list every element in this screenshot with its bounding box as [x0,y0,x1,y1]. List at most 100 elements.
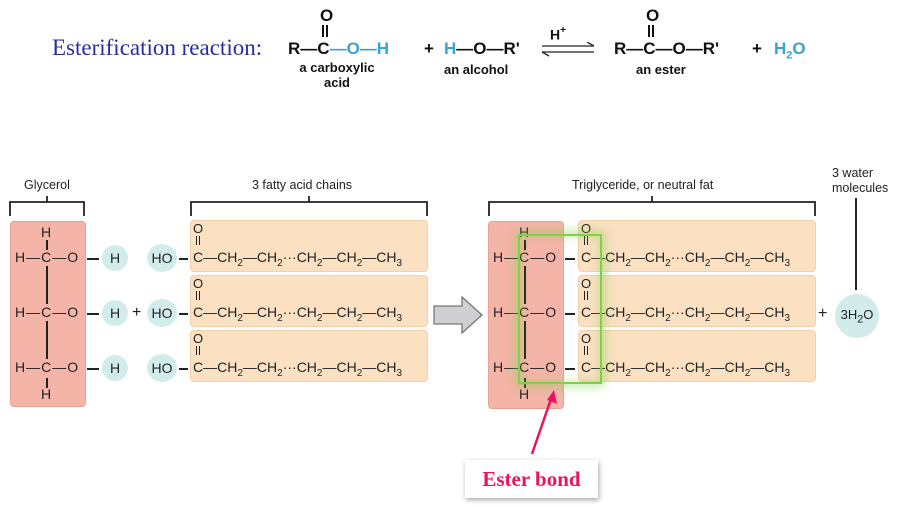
double-bond [322,25,324,37]
glycerol-bracket-icon [9,196,85,216]
glycerol-row-right: H—C—O [493,359,558,375]
bond-line [46,240,48,250]
plus-sign: + [818,305,828,322]
glycerol-row-right: H—C—O [493,304,558,320]
double-bond [584,346,586,355]
water-product: 3H2O [835,294,879,338]
triglyceride-bracket-icon [488,196,816,216]
ester-chain: C—CH2—CH2···CH2—CH2—CH3 [581,249,791,269]
hydroxyl-circle: HO [147,244,177,272]
carbonyl-o: O [193,331,204,346]
bond-line [565,258,575,260]
alcohol-h: H [444,39,457,58]
double-bond [652,25,654,37]
ester-formula: R—C—O—R' [614,39,720,58]
fatty-acid-box [190,275,428,327]
water-o: O [792,39,806,58]
ester-chain: C—CH2—CH2···CH2—CH2—CH3 [581,359,791,379]
diagram-title: Esterification reaction: [52,35,263,60]
water-product-formula: 3H2O [840,306,874,326]
double-bond [326,25,328,37]
glycerol-row-left: H—C—O [15,304,80,320]
plus-sign: + [752,39,762,58]
double-bond [648,25,650,37]
bond-line [87,258,99,260]
fatty-acids-bracket-icon [190,196,428,216]
acid-r: R [288,39,301,58]
double-bond [196,291,198,300]
glycerol-row-left: H—C—O [15,249,80,265]
ester-bond-highlight [518,234,602,384]
catalyst-plus: + [560,25,566,36]
glycerol-box [10,221,86,407]
acid-formula: R—C—O—H [288,39,390,58]
bond-line [524,240,526,250]
plus-sign: + [424,39,434,58]
bond-line [524,321,526,359]
acid-carbonyl-o: O [320,6,334,25]
fatty-acids-label: 3 fatty acid chains [252,178,353,192]
water-subscript: 2 [786,49,793,62]
water-formula: H2O [774,39,806,61]
double-bond [199,291,201,300]
bond-line [179,313,188,315]
double-bond [199,346,201,355]
fatty-acid-box [578,220,816,272]
plus-sign: + [132,304,142,321]
bond-line [87,368,99,370]
bond-line [524,266,526,304]
bond-line [179,258,188,260]
bond-line [565,368,575,370]
hydroxyl-circle: HO [147,354,177,382]
bond-line [565,313,575,315]
hydrogen-circle: H [102,300,128,326]
triglyceride-glycerol-box [488,221,564,409]
alcohol-formula: H—O—R' [444,39,520,59]
water-label-line2: molecules [832,181,889,195]
equilibrium-arrow-icon [541,42,595,57]
acid-hydroxyl: —O—H [329,39,390,58]
glycerol-bottom-h: H [519,386,530,402]
alcohol-rest: —O—R' [456,39,520,58]
triglyceride-label: Triglyceride, or neutral fat [572,178,714,192]
hydroxyl-circle: HO [147,299,177,327]
alcohol-label: an alcohol [444,62,509,77]
water-molecules-label: 3 water molecules [832,166,888,196]
water-label-line1: 3 water [832,166,873,180]
water-pointer-line [855,198,857,290]
carbonyl-o: O [581,221,592,236]
acid-label: a carboxylic acid [296,60,378,90]
carbonyl-o: O [193,276,204,291]
double-bond [587,236,589,245]
acid-oh: O—H [346,39,390,58]
double-bond [199,236,201,245]
hydrogen-circle: H [102,355,128,381]
fatty-acid-chain: C—CH2—CH2···CH2—CH2—CH3 [193,304,403,324]
ester-label: an ester [636,62,686,77]
water-h: H [774,39,787,58]
bond-line [87,313,99,315]
double-bond [584,291,586,300]
glycerol-top-h: H [519,224,530,240]
double-bond [196,346,198,355]
ester-carbonyl-o: O [646,6,660,25]
bond-line [46,321,48,359]
bond-line [46,266,48,304]
catalyst-label: H+ [550,25,566,44]
glycerol-row-right: H—C—O [493,249,558,265]
glycerol-bottom-h: H [41,386,52,402]
acid-c: C [317,39,330,58]
fatty-acid-box [578,275,816,327]
carbonyl-o: O [581,331,592,346]
carbonyl-o: O [193,221,204,236]
bond-line [46,378,48,388]
fatty-acid-chain: C—CH2—CH2···CH2—CH2—CH3 [193,359,403,379]
glycerol-label: Glycerol [24,178,70,192]
double-bond [196,236,198,245]
carbonyl-o: O [581,276,592,291]
fatty-acid-chain: C—CH2—CH2···CH2—CH2—CH3 [193,249,403,269]
ester-bond-callout: Ester bond [465,460,598,498]
double-bond [584,236,586,245]
reaction-arrow-icon [433,295,483,335]
double-bond [587,291,589,300]
